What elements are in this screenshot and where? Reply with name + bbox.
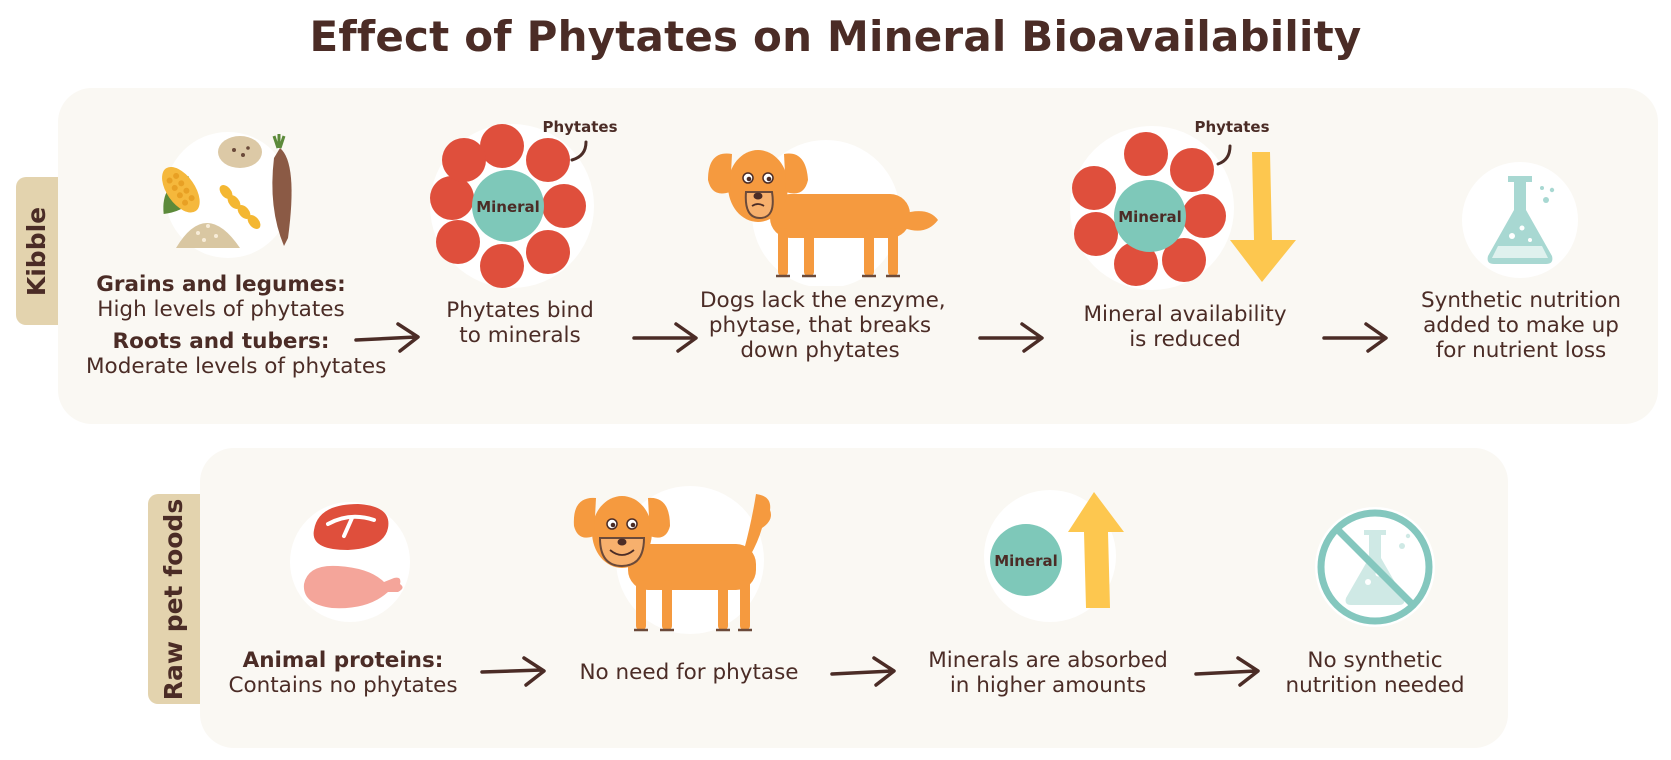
mineral-label: Mineral	[1118, 208, 1182, 226]
arrow-right-icon	[480, 656, 546, 687]
caption-line: nutrition needed	[1285, 673, 1465, 698]
arrow-right-icon	[830, 656, 896, 687]
roots-tubers-text: Moderate levels of phytates	[86, 354, 387, 379]
kibble-step2-caption: Phytates bind to minerals	[430, 298, 610, 348]
phytates-mineral-reduced-icon: Mineral Phytates	[1070, 118, 1296, 290]
kibble-step1-caption: Grains and legumes: High levels of phyta…	[86, 272, 387, 379]
phytates-label: Phytates	[1194, 118, 1269, 136]
raw-pet-foods-panel	[200, 448, 1508, 748]
arrow-right-icon	[632, 322, 698, 353]
raw-step4-caption: No synthetic nutrition needed	[1268, 648, 1482, 698]
mineral-label: Mineral	[994, 552, 1058, 570]
caption-line: No synthetic	[1307, 648, 1443, 673]
kibble-tab-label: Kibble	[22, 206, 52, 296]
mineral-label: Mineral	[476, 198, 540, 216]
raw-step3-caption: Minerals are absorbed in higher amounts	[928, 648, 1168, 698]
grains-legumes-roots-icon	[162, 132, 292, 258]
caption-line: Mineral availability	[1083, 302, 1287, 327]
arrow-up-icon	[1068, 492, 1124, 608]
caption-line: Phytates bind	[446, 298, 594, 323]
caption-line: to minerals	[459, 323, 581, 348]
grains-legumes-text: High levels of phytates	[97, 297, 345, 322]
grains-legumes-heading: Grains and legumes:	[96, 272, 346, 297]
caption-line: in higher amounts	[949, 673, 1147, 698]
raw-step1-caption: Animal proteins: Contains no phytates	[224, 648, 462, 698]
caption-line: Dogs lack the enzyme,	[700, 288, 946, 313]
kibble-step5-caption: Synthetic nutrition added to make up for…	[1406, 288, 1636, 363]
caption-line: Synthetic nutrition	[1420, 288, 1622, 313]
arrow-right-icon	[978, 322, 1044, 353]
page-title: Effect of Phytates on Mineral Bioavailab…	[309, 12, 1362, 61]
flask-icon	[1462, 162, 1578, 278]
caption-line: down phytates	[740, 338, 900, 363]
caption-line: added to make up	[1423, 313, 1619, 338]
animal-proteins-heading: Animal proteins:	[242, 648, 444, 673]
roots-tubers-heading: Roots and tubers:	[112, 329, 330, 354]
raw-pet-foods-tab: Raw pet foods	[148, 494, 200, 704]
raw-tab-label: Raw pet foods	[159, 498, 189, 700]
arrow-right-icon	[1194, 656, 1260, 687]
animal-proteins-text: Contains no phytates	[228, 673, 458, 698]
caption-line: is reduced	[1129, 327, 1241, 352]
mineral-increased-icon: Mineral	[984, 490, 1124, 622]
kibble-step4-caption: Mineral availability is reduced	[1070, 302, 1300, 352]
arrow-right-icon	[354, 322, 420, 353]
happy-dog-icon	[573, 486, 771, 634]
kibble-step3-caption: Dogs lack the enzyme, phytase, that brea…	[700, 288, 946, 363]
animal-proteins-icon	[290, 502, 410, 622]
arrow-right-icon	[1322, 322, 1388, 353]
no-flask-icon	[1315, 507, 1435, 627]
caption-line: Minerals are absorbed	[928, 648, 1168, 673]
raw-step2-caption: No need for phytase	[578, 660, 800, 685]
dog-icon	[708, 140, 938, 286]
phytates-label: Phytates	[542, 118, 617, 136]
kibble-tab: Kibble	[16, 177, 58, 325]
caption-line: phytase, that breaks	[708, 313, 932, 338]
caption-line: for nutrient loss	[1435, 338, 1607, 363]
arrow-down-icon	[1230, 152, 1296, 282]
phytates-bound-mineral-icon: Mineral Phytates	[430, 118, 618, 288]
caption-line: No need for phytase	[579, 660, 799, 685]
